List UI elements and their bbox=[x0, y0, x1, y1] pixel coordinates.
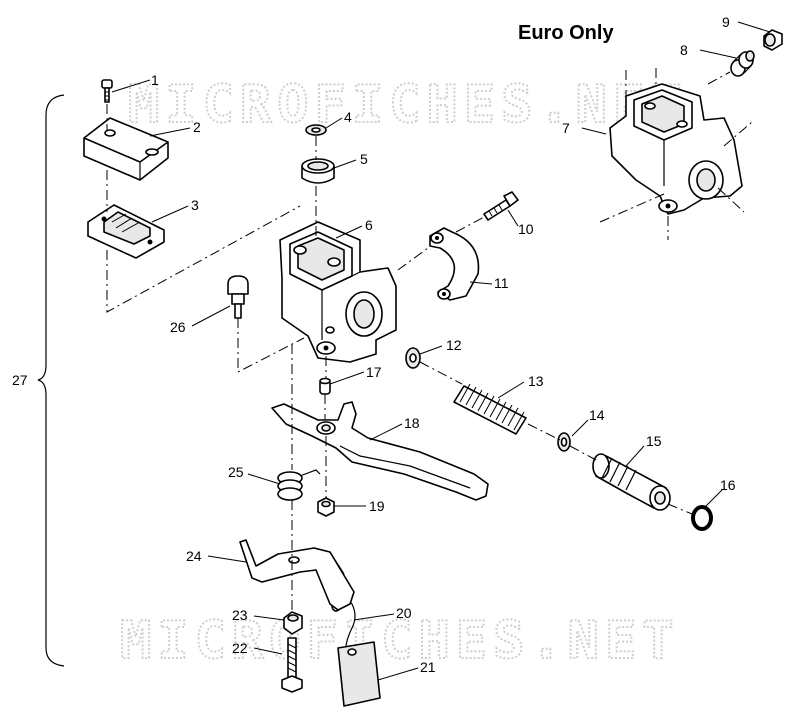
part-master-cylinder-7 bbox=[609, 83, 743, 215]
callout-8: 8 bbox=[680, 42, 688, 58]
callout-1: 1 bbox=[151, 72, 159, 88]
part-master-cylinder-6 bbox=[279, 221, 397, 363]
part-washer-12 bbox=[405, 347, 421, 369]
watermark-top: MICROFICHES.NET bbox=[128, 75, 688, 135]
part-nut-19 bbox=[317, 497, 335, 517]
part-bolt-10 bbox=[483, 191, 519, 221]
callout-9: 9 bbox=[722, 14, 730, 30]
callout-4: 4 bbox=[344, 109, 352, 125]
callout-26: 26 bbox=[170, 319, 186, 335]
part-cover-2 bbox=[83, 117, 169, 181]
leader-lines bbox=[111, 21, 771, 681]
part-spring-25 bbox=[277, 469, 321, 501]
callout-6: 6 bbox=[365, 217, 373, 233]
part-oring-16 bbox=[691, 505, 713, 531]
callout-22: 22 bbox=[232, 640, 248, 656]
part-lever-18 bbox=[271, 401, 489, 501]
callout-7: 7 bbox=[562, 120, 570, 136]
part-nut-23 bbox=[283, 611, 303, 635]
callout-17: 17 bbox=[366, 364, 382, 380]
part-bolt-22 bbox=[281, 637, 303, 693]
assembly-brace bbox=[37, 94, 65, 667]
callout-25: 25 bbox=[228, 464, 244, 480]
part-bracket-24 bbox=[239, 539, 355, 611]
callout-16: 16 bbox=[720, 477, 736, 493]
part-pin-26 bbox=[227, 275, 249, 319]
part-piston-15 bbox=[592, 453, 671, 511]
callout-27: 27 bbox=[12, 372, 28, 388]
part-clamp-11 bbox=[429, 227, 480, 301]
part-cap-9 bbox=[763, 29, 783, 51]
callout-24: 24 bbox=[186, 548, 202, 564]
callout-14: 14 bbox=[589, 407, 605, 423]
callout-18: 18 bbox=[404, 415, 420, 431]
part-diaphragm-3 bbox=[87, 204, 165, 259]
callout-19: 19 bbox=[369, 498, 385, 514]
callout-labels: 1 2 3 4 5 6 7 8 9 10 11 12 13 14 15 16 1… bbox=[151, 14, 736, 675]
part-screw-1 bbox=[101, 79, 113, 103]
part-plug-8 bbox=[730, 50, 755, 77]
part-washer-14 bbox=[557, 432, 571, 452]
callout-23: 23 bbox=[232, 607, 248, 623]
part-spring-13 bbox=[453, 383, 527, 435]
callout-3: 3 bbox=[191, 197, 199, 213]
callout-21: 21 bbox=[420, 659, 436, 675]
callout-11: 11 bbox=[494, 275, 509, 291]
part-tag-21 bbox=[337, 641, 381, 707]
assembly-lines bbox=[106, 68, 753, 612]
part-cup-5 bbox=[301, 158, 335, 184]
callout-13: 13 bbox=[528, 373, 544, 389]
callout-20: 20 bbox=[396, 605, 412, 621]
callout-12: 12 bbox=[446, 337, 462, 353]
callout-2: 2 bbox=[193, 119, 201, 135]
callout-15: 15 bbox=[646, 433, 662, 449]
part-washer-4 bbox=[305, 124, 327, 136]
callout-10: 10 bbox=[518, 221, 534, 237]
callout-5: 5 bbox=[360, 151, 368, 167]
part-bushing-17 bbox=[319, 377, 331, 395]
watermark-bottom: MICROFICHES.NET bbox=[120, 611, 680, 671]
euro-only-title: Euro Only bbox=[518, 22, 614, 44]
